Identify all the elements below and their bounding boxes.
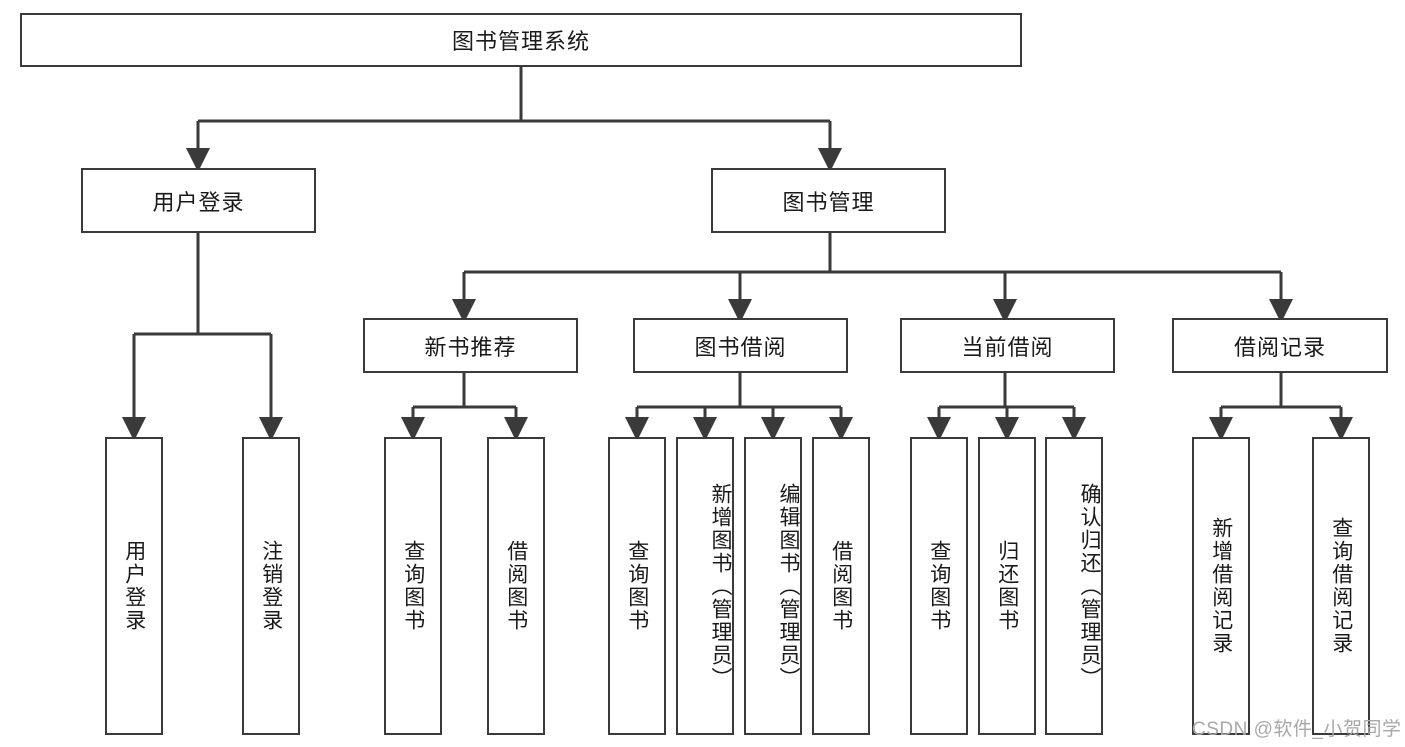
node-label: 查询借阅记录	[1329, 517, 1353, 655]
leaf-query-borrow-record[interactable]: 查询借阅记录	[1312, 437, 1370, 735]
leaf-borrow-book[interactable]: 借阅图书	[812, 437, 870, 735]
leaf-query-book-recommend[interactable]: 查询图书	[384, 437, 442, 735]
node-label: 注销登录	[259, 540, 283, 632]
node-label: 借阅图书	[504, 540, 528, 632]
node-book-management[interactable]: 图书管理	[711, 168, 946, 233]
node-label: 图书管理系统	[451, 29, 590, 54]
leaf-borrow-book-recommend[interactable]: 借阅图书	[487, 437, 545, 735]
node-label: 图书管理	[782, 189, 875, 215]
node-label: 查询图书	[927, 540, 951, 632]
leaf-query-book-current[interactable]: 查询图书	[910, 437, 968, 735]
node-label: 用户登录	[122, 540, 146, 632]
node-label: 编辑图书（管理员）	[777, 482, 800, 690]
node-label: 图书借阅	[694, 334, 787, 360]
node-label: 当前借阅	[961, 334, 1054, 360]
leaf-return-book[interactable]: 归还图书	[978, 437, 1036, 735]
node-label: 新书推荐	[424, 334, 517, 360]
node-label: 新增借阅记录	[1209, 517, 1233, 655]
node-current-borrow[interactable]: 当前借阅	[900, 318, 1115, 373]
node-label: 确认归还（管理员）	[1078, 482, 1101, 690]
leaf-query-book-borrow[interactable]: 查询图书	[608, 437, 666, 735]
csdn-watermark: CSDN @软件_小贺同学	[1192, 719, 1402, 740]
node-label: 借阅图书	[829, 540, 853, 632]
leaf-logout[interactable]: 注销登录	[242, 437, 300, 735]
node-new-book-recommend[interactable]: 新书推荐	[363, 318, 578, 373]
leaf-add-book-admin[interactable]: 新增图书（管理员）	[676, 437, 734, 735]
leaf-confirm-return-admin[interactable]: 确认归还（管理员）	[1045, 437, 1103, 735]
node-label: 用户登录	[152, 189, 245, 215]
node-label: 查询图书	[625, 540, 649, 632]
leaf-user-login[interactable]: 用户登录	[105, 437, 163, 735]
node-label: 查询图书	[401, 540, 425, 632]
node-borrow-record[interactable]: 借阅记录	[1172, 318, 1388, 373]
node-book-borrow[interactable]: 图书借阅	[633, 318, 848, 373]
node-user-login[interactable]: 用户登录	[81, 168, 316, 233]
leaf-add-borrow-record[interactable]: 新增借阅记录	[1192, 437, 1250, 735]
node-label: 新增图书（管理员）	[709, 482, 732, 690]
node-book-management-system[interactable]: 图书管理系统	[20, 13, 1022, 67]
leaf-edit-book-admin[interactable]: 编辑图书（管理员）	[744, 437, 802, 735]
node-label: 借阅记录	[1233, 334, 1326, 360]
node-label: 归还图书	[995, 540, 1019, 632]
